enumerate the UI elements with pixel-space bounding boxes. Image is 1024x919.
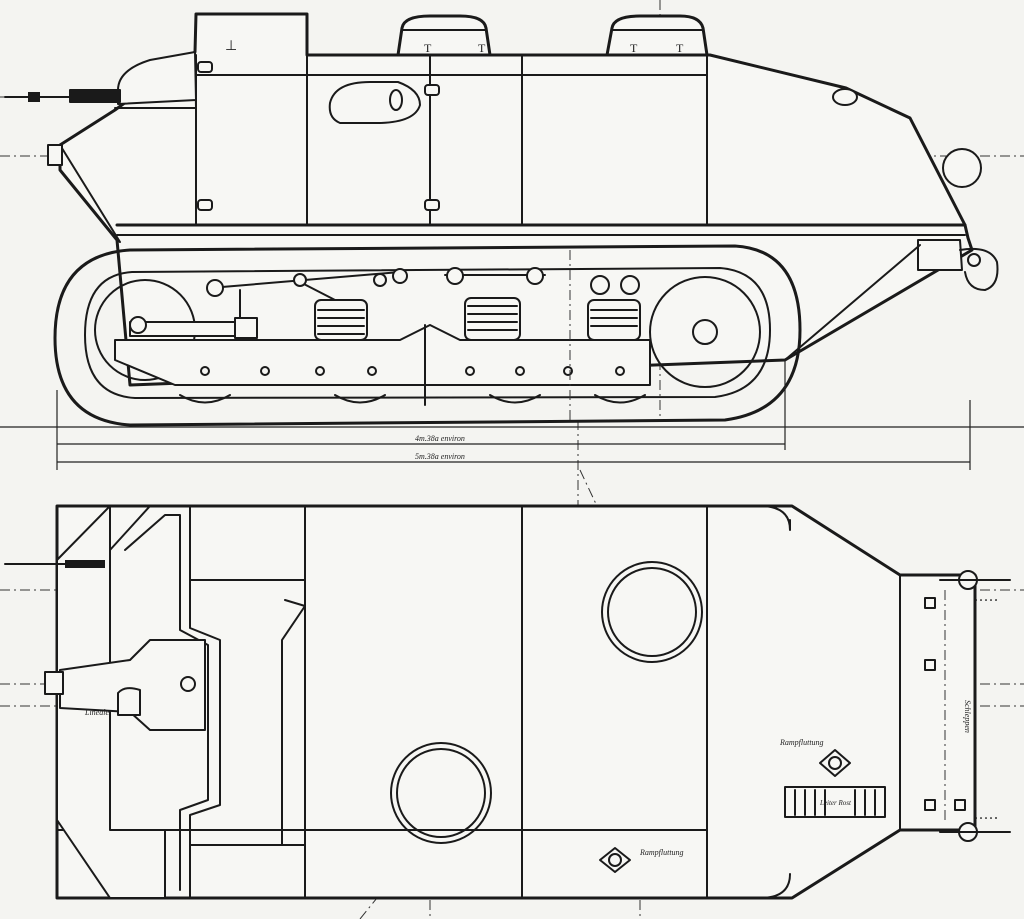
access-label-2: Rampfluttung <box>639 848 684 857</box>
rear-label: Schleppen <box>963 700 972 733</box>
side-label-left: Lineale <box>84 708 109 717</box>
track-outer <box>53 244 802 427</box>
plate-label: Leiter Rost <box>819 799 852 807</box>
access-label-1: Rampfluttung <box>779 738 824 747</box>
cupola-2 <box>605 14 709 57</box>
towing-hook <box>917 239 963 271</box>
towing-hooks-plan <box>924 570 1011 842</box>
dimensions: 4m.38a environ 5m.38a environ <box>56 360 971 470</box>
dimension-label-lower: 5m.38a environ <box>415 452 465 461</box>
gun-housing <box>59 639 206 731</box>
machine-gun-side <box>4 51 197 166</box>
svg-text:⊥: ⊥ <box>225 39 237 54</box>
cupola-1 <box>396 14 492 57</box>
hatch-rear <box>601 561 703 663</box>
hatch-front <box>390 742 492 844</box>
dimension-label-upper: 4m.38a environ <box>415 434 465 443</box>
svg-text:T: T <box>676 41 684 55</box>
svg-text:T: T <box>478 41 486 55</box>
plan-view: Lineale Leiter Rost Rampfluttung Rampflu… <box>4 504 1011 900</box>
track-inner <box>84 267 771 399</box>
vision-port <box>328 81 421 124</box>
rear-plate <box>784 786 886 818</box>
rear-light <box>942 148 982 188</box>
drive-sprocket <box>649 276 761 388</box>
svg-text:T: T <box>424 41 432 55</box>
svg-text:T: T <box>630 41 638 55</box>
suspension-springs <box>314 297 641 341</box>
side-elevation: ⊥ T T T T <box>4 12 999 427</box>
road-wheel-markers <box>200 366 625 376</box>
front-glacis <box>56 505 166 899</box>
